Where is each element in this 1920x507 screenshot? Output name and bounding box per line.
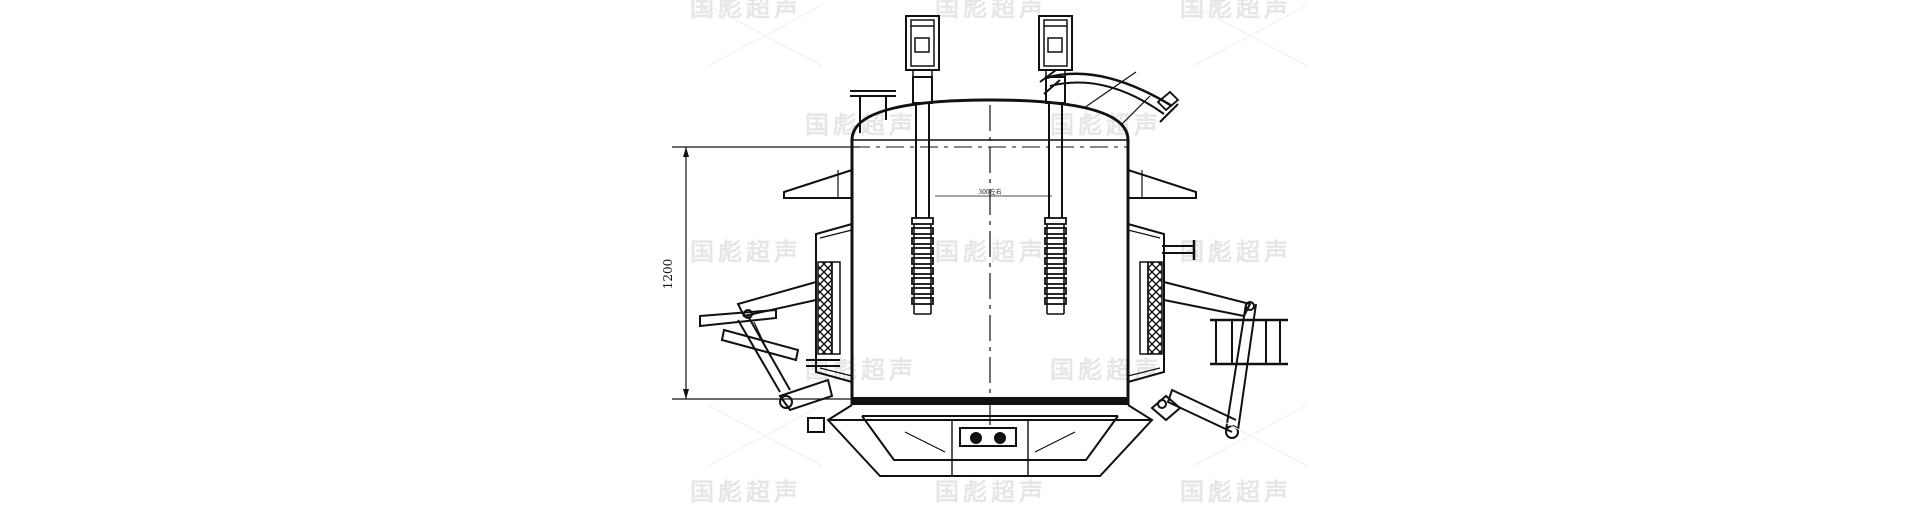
bottom-base-frame bbox=[826, 394, 1182, 477]
watermark-text: 国彪超声 bbox=[690, 238, 802, 266]
manhole-lid bbox=[1039, 69, 1180, 125]
right-support-leg bbox=[1163, 281, 1288, 439]
right-side-pipe bbox=[1162, 240, 1196, 260]
watermark-text: 国彪超声 bbox=[1180, 0, 1292, 22]
watermark-text: 国彪超声 bbox=[690, 0, 802, 22]
left-side-pipe bbox=[806, 359, 840, 367]
top-left-nozzle bbox=[850, 90, 896, 133]
transducer-spacing-label: 300左右 bbox=[978, 188, 1001, 196]
left-transducer-rod bbox=[905, 15, 940, 315]
right-transducer-rod bbox=[1038, 15, 1073, 315]
height-dimension-label: 1200 bbox=[661, 259, 675, 290]
watermark-text: 国彪超声 bbox=[935, 238, 1047, 266]
right-insulation-jacket bbox=[1127, 223, 1165, 383]
left-upper-bracket bbox=[783, 169, 853, 199]
watermark-text: 国彪超声 bbox=[935, 0, 1047, 22]
left-insulation-jacket bbox=[815, 223, 853, 383]
watermark-text: 国彪超声 bbox=[1180, 238, 1292, 266]
watermark-text: 国彪超声 bbox=[1050, 111, 1162, 139]
right-upper-bracket bbox=[1127, 169, 1197, 199]
height-dimension bbox=[672, 146, 860, 400]
left-support-leg bbox=[699, 281, 834, 433]
